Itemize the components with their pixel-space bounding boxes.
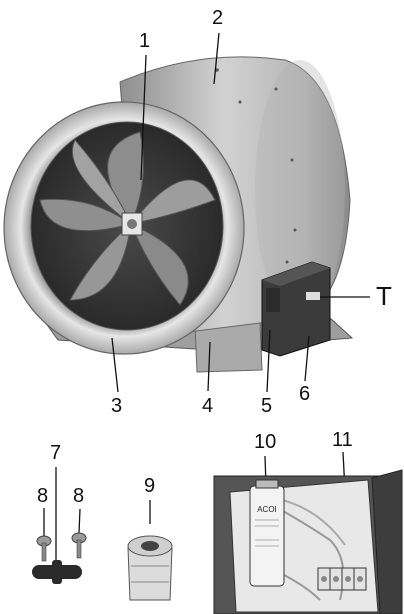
screw-icon [36,532,87,562]
label-cable-gland: 9 [144,475,156,497]
label-terminal-block: 11 [332,429,353,451]
label-inlet-ring: 3 [111,395,123,417]
label-terminal-box: 5 [261,395,273,417]
capacitor-brand-text: ACOI [257,505,277,514]
cable-gland-icon [127,535,173,601]
capacitor-icon [249,479,285,587]
label-screw-left: 8 [37,485,49,507]
label-wall-bracket: 7 [50,442,62,464]
label-fan-blades: 1 [139,30,151,52]
label-screw-right: 8 [73,485,85,507]
terminal-box [261,261,331,357]
label-housing: 2 [212,7,224,29]
label-capacitor: 10 [254,431,277,453]
label-T: T [376,281,392,311]
wall-bracket [32,560,82,584]
terminal-block-icon [317,567,367,591]
label-mounting-bracket: 4 [202,395,214,417]
open-terminal-box [213,469,403,614]
label-box-bracket: 6 [299,383,311,405]
fan-icon [39,131,216,306]
